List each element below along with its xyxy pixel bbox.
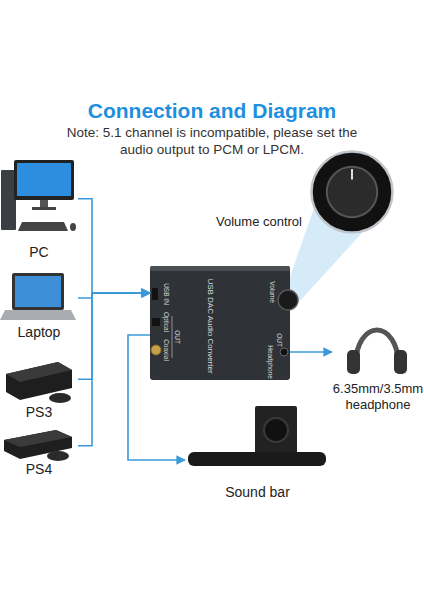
subwoofer [255, 406, 297, 456]
usb-port [152, 288, 158, 300]
device-box: Laptop [0, 270, 78, 340]
pc-illustration [1, 160, 76, 231]
pc-keyboard [18, 222, 68, 231]
diagram-title: Connection and Diagram [0, 99, 424, 123]
headphone-illustration [347, 330, 407, 374]
pc-tower [1, 170, 16, 230]
signal-arrow [78, 293, 150, 446]
volume-knob [327, 167, 377, 217]
ear-cup [394, 350, 407, 374]
ps4-top [4, 430, 72, 447]
soundbar-illustration [188, 406, 326, 466]
headphone-jack [280, 348, 288, 356]
circle-outline [310, 150, 394, 234]
converter-illustration [150, 266, 298, 380]
signal-arrow [78, 199, 150, 293]
headband [356, 330, 398, 362]
pc-screen [17, 163, 71, 196]
laptop-lid [12, 273, 64, 310]
node-label: 6.35mm/3.5mm headphone [332, 381, 424, 413]
knob-mark [351, 169, 353, 180]
pc-stand-base [32, 207, 56, 210]
pc-stand [40, 200, 48, 208]
ps4-illustration [4, 430, 72, 461]
optical-port [152, 318, 160, 326]
volume-inset: Volume control [310, 150, 394, 234]
port-label: Volume [269, 281, 276, 303]
soundbar-body [188, 452, 326, 466]
node-label: Sound bar [225, 484, 290, 500]
node-label: PC [29, 244, 48, 260]
converter-body [150, 266, 290, 380]
converter-box: USB DAC Audio Converter [150, 266, 290, 380]
node-label: PS4 [26, 461, 52, 477]
signal-arrow [290, 351, 332, 353]
soundbar-box: Sound bar [185, 405, 330, 500]
port-label: OUT [276, 333, 283, 347]
ps4-controller [47, 451, 69, 461]
device-box: PS4 [0, 425, 78, 477]
port-label: Optical [163, 312, 170, 332]
pc-mouse [70, 223, 76, 231]
device-box: PC [0, 158, 78, 260]
note-text: Note: 5.1 channel is incompatible, pleas… [52, 124, 372, 158]
port-label: OUT [174, 330, 181, 344]
port-label: Headphone [267, 345, 274, 379]
node-label: Volume control [216, 214, 302, 230]
signal-arrow [78, 293, 150, 298]
out-bracket [172, 316, 173, 358]
ear-cup [347, 350, 360, 374]
coaxial-port [151, 345, 161, 355]
ps3-controller [49, 393, 71, 403]
device-box: PS3 [0, 352, 78, 420]
laptop-screen [15, 276, 61, 307]
signal-arrow [78, 293, 150, 379]
port-label: Coaxial [163, 339, 170, 361]
ps3-illustration [6, 362, 72, 403]
signal-arrow [128, 335, 185, 460]
converter-top [150, 266, 290, 271]
node-label: USB DAC Audio Converter [202, 278, 218, 373]
node-label: PS3 [26, 404, 52, 420]
volume-knob [278, 290, 298, 310]
woofer-cone [264, 418, 288, 442]
laptop-illustration [0, 273, 76, 320]
volume-plate [312, 152, 393, 233]
laptop-base [0, 310, 76, 320]
pc-monitor [14, 160, 74, 200]
node-label: Laptop [18, 324, 61, 340]
port-label: USB IN [163, 283, 170, 305]
ps3-top [6, 362, 72, 382]
headphone-box: 6.35mm/3.5mm headphone [332, 318, 424, 413]
